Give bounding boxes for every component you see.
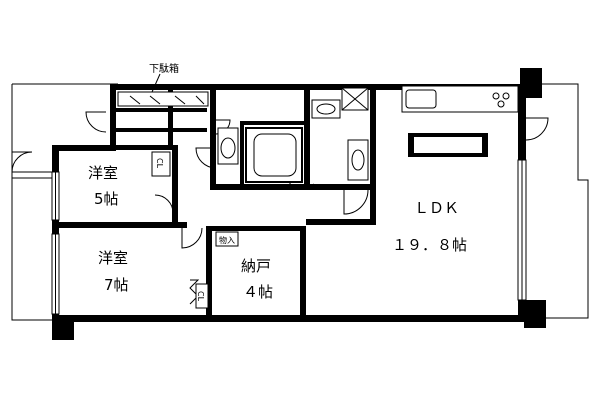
- right-window: [517, 159, 527, 301]
- western-room-1-size: 5帖: [94, 190, 119, 208]
- closet-label-2: CL: [196, 291, 205, 302]
- storage-room-size: ４帖: [243, 283, 273, 301]
- washbasin: [311, 87, 369, 181]
- ldk-name: ＬＤＫ: [414, 199, 459, 217]
- doors: [11, 111, 549, 305]
- shoe-box-label: 下駄箱: [149, 62, 179, 75]
- interior-walls: [52, 84, 376, 320]
- kitchen-counter: [401, 85, 519, 113]
- western-room-1-name: 洋室: [88, 164, 118, 182]
- ldk-size: １９．８帖: [392, 236, 467, 254]
- shoe-cabinet: [117, 73, 209, 107]
- toilet: [217, 127, 239, 165]
- left-window-frames: [51, 171, 60, 315]
- western-room-2-size: 7帖: [104, 276, 129, 294]
- western-room-2-name: 洋室: [98, 249, 128, 267]
- bathtub: [245, 127, 303, 183]
- storage-small-label: 物入: [219, 235, 235, 245]
- closet-label-1: CL: [155, 158, 164, 169]
- closet-boxes: [151, 151, 239, 309]
- storage-room-name: 納戸: [241, 257, 271, 275]
- kitchen-island: [408, 133, 488, 157]
